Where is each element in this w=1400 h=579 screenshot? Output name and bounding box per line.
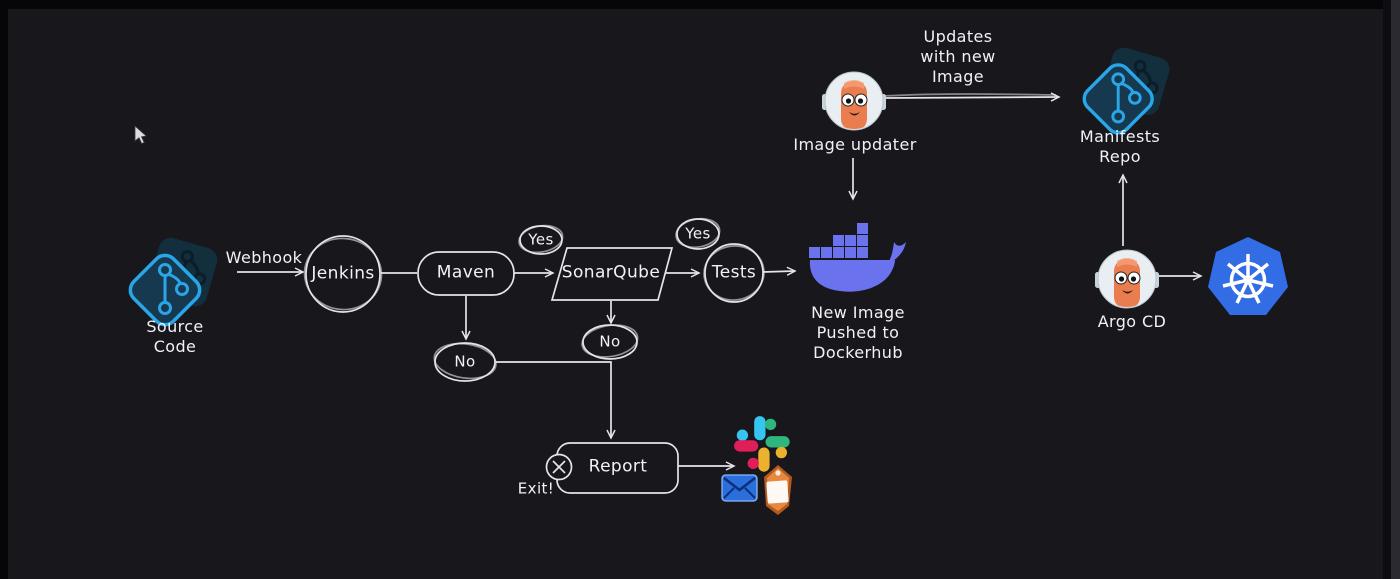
circled-x-icon[interactable]: [545, 453, 573, 481]
yes-label-after-maven[interactable]: Yes: [528, 230, 554, 249]
tests-node-shape[interactable]: [701, 242, 768, 304]
report-node-label[interactable]: Report: [588, 456, 648, 477]
slack-icon[interactable]: [734, 416, 790, 472]
no-bubble-after-sonarqube[interactable]: [580, 321, 640, 360]
edge-tests-dockerhub[interactable]: [762, 266, 797, 276]
dockerhub-label[interactable]: New Image Pushed to Dockerhub: [811, 303, 905, 362]
updates-with-new-image-label[interactable]: Updates with new Image: [920, 27, 996, 86]
kubernetes-icon[interactable]: [1208, 237, 1288, 315]
email-envelope-icon[interactable]: [721, 474, 758, 502]
git-icon[interactable]: [1079, 45, 1172, 138]
edge-updater-manifests[interactable]: [883, 92, 1061, 102]
screen-edge-dark: [1383, 0, 1391, 579]
sonarqube-node-shape[interactable]: [550, 247, 674, 301]
yes-bubble-after-maven[interactable]: [517, 222, 565, 255]
jenkins-node-shape[interactable]: [300, 234, 385, 314]
edge-no-report[interactable]: [496, 361, 616, 440]
manifests-repo-label[interactable]: Manifests Repo: [1079, 127, 1161, 166]
docker-whale-icon[interactable]: [809, 223, 906, 292]
git-icon[interactable]: [125, 235, 220, 330]
screen-edge-light: [1391, 0, 1400, 579]
sonarqube-node-label[interactable]: SonarQube: [561, 262, 661, 283]
no-label-after-sonarqube[interactable]: No: [599, 332, 621, 351]
exit-label[interactable]: Exit!: [517, 479, 555, 498]
jenkins-node-label[interactable]: Jenkins: [311, 263, 375, 284]
image-updater-label[interactable]: Image updater: [793, 135, 917, 154]
source-code-label[interactable]: Source Code: [146, 317, 204, 356]
yes-bubble-after-sonarqube[interactable]: [674, 215, 722, 250]
argo-mascot-avatar[interactable]: [822, 71, 886, 131]
yes-label-after-sonarqube[interactable]: Yes: [685, 224, 711, 243]
mouse-cursor-icon: [134, 125, 148, 145]
maven-node-shape[interactable]: [417, 251, 515, 296]
argo-mascot-avatar[interactable]: [1095, 249, 1159, 309]
no-bubble-after-maven[interactable]: [432, 340, 498, 382]
maven-node-label[interactable]: Maven: [436, 262, 496, 283]
orange-gem-icon[interactable]: [764, 465, 792, 515]
argo-cd-label[interactable]: Argo CD: [1097, 312, 1167, 331]
webhook-edge-label[interactable]: Webhook: [225, 248, 303, 267]
tests-node-label[interactable]: Tests: [711, 262, 757, 283]
no-label-after-maven[interactable]: No: [454, 352, 476, 371]
